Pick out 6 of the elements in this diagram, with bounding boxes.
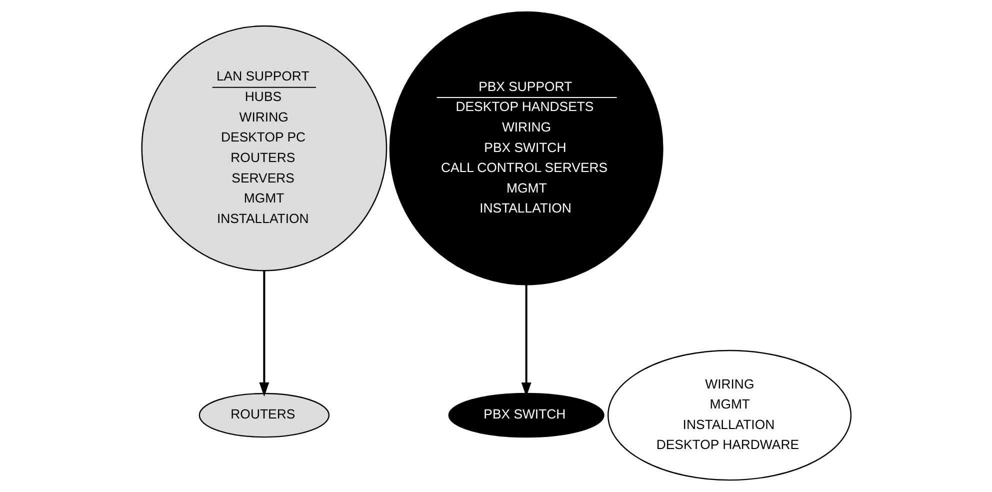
node-ellipse: PBX SWITCH [448,392,604,438]
node-circle: LAN SUPPORT HUBS WIRING DESKTOP PC ROUTERS SERVERS MGMT INSTALLATION [140,25,387,272]
node-ellipse: WIRING MGMT INSTALLATION DESKTOP HARDWARE [607,350,852,481]
arrow [258,270,269,397]
node-circle: PBX SUPPORT DESKTOP HANDSETS WIRING PBX SWITCH CALL CONTROL SERVERS MGMT INSTALLATION [388,11,663,286]
node-ellipse: ROUTERS [198,392,330,438]
